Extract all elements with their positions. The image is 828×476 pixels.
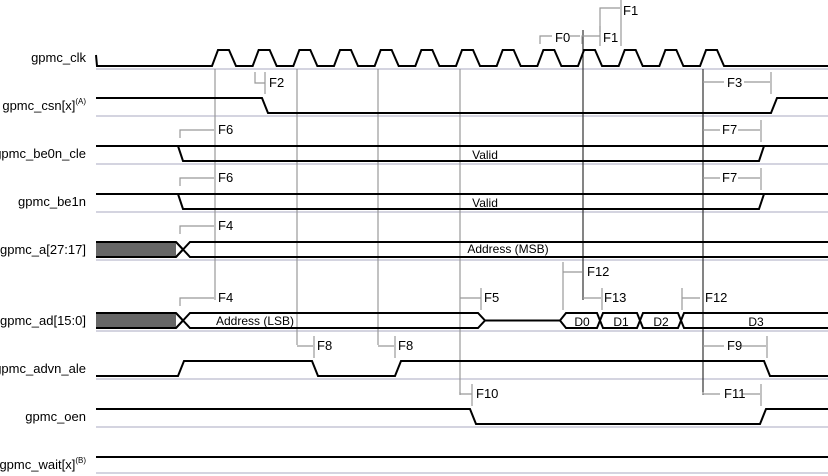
signal-label-6: gpmc_advn_ale — [0, 361, 86, 376]
timing-label-f12: F12 — [705, 290, 727, 305]
be0n-bus-label: Valid — [472, 148, 498, 162]
signal-label-3: gpmc_be1n — [18, 194, 86, 209]
timing-label-f11: F11 — [724, 386, 745, 401]
timing-arrow — [583, 288, 603, 310]
signal-label-1: gpmc_csn[x](A) — [2, 97, 86, 113]
timing-label-f1: F1 — [623, 3, 638, 18]
advn-waveform — [96, 360, 828, 377]
timing-arrow — [681, 288, 700, 310]
timing-arrow — [562, 262, 582, 310]
signal-footnote: (B) — [75, 456, 86, 465]
timing-arrow — [179, 177, 214, 186]
timing-arrow — [581, 26, 601, 46]
undefined-region — [96, 313, 176, 328]
timing-arrow — [539, 35, 580, 44]
timing-label-f2: F2 — [269, 75, 284, 90]
ad-d3-label: D3 — [748, 315, 764, 329]
timing-arrow — [460, 288, 482, 310]
clk-waveform — [95, 49, 828, 67]
timing-label-f6: F6 — [218, 122, 233, 137]
be1n-waveform-bottom — [177, 193, 765, 210]
timing-arrow — [459, 384, 473, 406]
signal-label-8: gpmc_wait[x](B) — [0, 456, 86, 472]
timing-label-f6: F6 — [218, 170, 233, 185]
timing-label-f12: F12 — [587, 264, 609, 279]
ad-d1-label: D1 — [613, 315, 629, 329]
timing-label-f7: F7 — [722, 170, 737, 185]
timing-arrow — [254, 72, 266, 94]
timing-arrow — [599, 0, 622, 46]
timing-label-f4: F4 — [218, 218, 233, 233]
timing-label-f3: F3 — [727, 75, 742, 90]
timing-label-f5: F5 — [484, 290, 499, 305]
be0n-waveform-bottom — [177, 145, 765, 162]
a-bus-waveform — [175, 241, 828, 258]
timing-arrow — [702, 384, 762, 406]
timing-arrow — [703, 120, 762, 142]
timing-label-f13: F13 — [604, 290, 626, 305]
timing-label-f7: F7 — [722, 122, 737, 137]
timing-arrow — [378, 336, 396, 358]
be1n-bus-label: Valid — [472, 196, 498, 210]
ad-data-waveform — [559, 312, 828, 329]
timing-arrow — [703, 72, 772, 94]
ad-lsb-label: Address (LSB) — [216, 314, 294, 328]
timing-label-f8: F8 — [398, 338, 413, 353]
signal-footnote: (A) — [75, 97, 86, 106]
timing-label-f1: F1 — [603, 30, 618, 45]
timing-label-f0: F0 — [555, 30, 570, 45]
timing-label-f4: F4 — [218, 290, 233, 305]
a-bus-label: Address (MSB) — [467, 242, 548, 256]
timing-label-f8: F8 — [317, 338, 332, 353]
oen-waveform — [96, 408, 828, 425]
timing-arrow — [297, 336, 315, 358]
undefined-region — [96, 242, 176, 257]
signal-label-2: gpmc_be0n_cle — [0, 146, 86, 161]
ad-d2-label: D2 — [653, 315, 669, 329]
timing-arrow — [179, 129, 214, 138]
timing-label-f9: F9 — [727, 338, 742, 353]
timing-arrow — [179, 225, 214, 234]
csn-waveform — [96, 97, 828, 114]
timing-arrow — [703, 168, 762, 190]
timing-arrow — [179, 297, 214, 306]
timing-arrow — [703, 336, 768, 358]
signal-label-0: gpmc_clk — [31, 50, 86, 65]
ad-d0-label: D0 — [574, 315, 590, 329]
timing-label-f10: F10 — [476, 386, 498, 401]
signal-label-7: gpmc_oen — [25, 409, 86, 424]
signal-label-4: gpmc_a[27:17] — [0, 242, 86, 257]
signal-label-5: gpmc_ad[15:0] — [0, 313, 86, 328]
